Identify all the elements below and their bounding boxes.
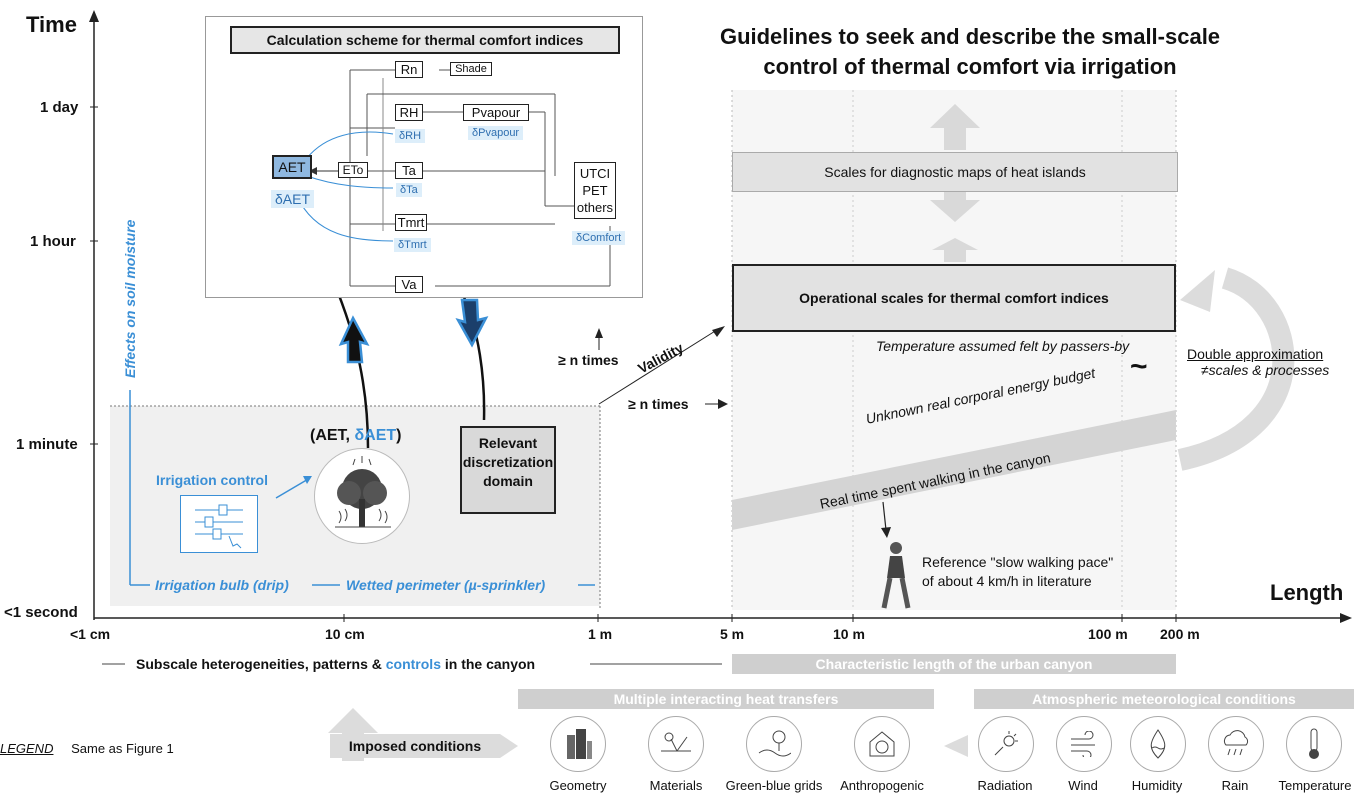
walking-person-icon [881, 542, 911, 609]
node-aet: AET [272, 155, 312, 179]
comfort-utci: UTCI [579, 166, 611, 181]
operational-scales-box: Operational scales for thermal comfort i… [732, 264, 1176, 332]
main-title-line2: control of thermal comfort via irrigatio… [763, 54, 1177, 79]
comfort-others: others [576, 200, 614, 215]
rain-label: Rain [1221, 778, 1249, 793]
soil-moisture-label: Effects on soil moisture [122, 219, 138, 378]
tree-irrigation-icon [314, 448, 410, 544]
anthropogenic-label: Anthropogenic [840, 778, 924, 793]
x-axis-title: Length [1270, 580, 1344, 605]
delta-tmrt: δTmrt [394, 238, 431, 252]
y-tick-1-minute: 1 minute [16, 436, 78, 453]
legend-text: Same as Figure 1 [71, 741, 174, 756]
green-blue-grids-icon [746, 716, 802, 772]
discretization-box: Relevant discretization domain [460, 426, 556, 514]
main-title-line1: Guidelines to seek and describe the smal… [719, 24, 1221, 49]
delta-rh: δRH [395, 129, 426, 143]
aet-label-b: δAET [354, 427, 397, 444]
reference-walking-pace: Reference "slow walking pace" of about 4… [922, 553, 1113, 591]
node-comfort: UTCI PET others [574, 162, 616, 219]
y-tick-1-day: 1 day [40, 99, 79, 116]
node-shade: Shade [450, 62, 492, 76]
reference-line2: of about 4 km/h in literature [922, 573, 1092, 589]
x-tick-10cm: 10 cm [325, 626, 365, 642]
n-times-label-1: ≥ n times [558, 352, 619, 368]
rain-icon [1208, 716, 1264, 772]
geometry-icon [550, 716, 606, 772]
green-blue-grids-label: Green-blue grids [725, 778, 823, 793]
x-tick-5m: 5 m [720, 626, 745, 642]
humidity-label: Humidity [1131, 778, 1183, 793]
reference-line1: Reference "slow walking pace" [922, 554, 1114, 570]
temperature-icon [1286, 716, 1342, 772]
node-pvapour: Pvapour [463, 104, 529, 121]
aet-delta-label: (AET, δAET) [310, 427, 401, 445]
delta-pvapour: δPvapour [468, 126, 524, 140]
comfort-pet: PET [582, 183, 608, 198]
double-approximation-title: Double approximation [1187, 346, 1324, 362]
tilde-symbol: ~ [1130, 350, 1148, 383]
anthropogenic-icon [854, 716, 910, 772]
y-tick-1-hour: 1 hour [30, 233, 76, 250]
x-tick-200m: 200 m [1160, 626, 1200, 642]
x-tick-1m: 1 m [588, 626, 613, 642]
assumed-temperature-label: Temperature assumed felt by passers-by [876, 338, 1130, 354]
node-rn: Rn [395, 61, 423, 78]
x-tick-1cm: <1 cm [70, 626, 111, 642]
aet-label-c: ) [396, 427, 402, 444]
diagnostic-scales-box: Scales for diagnostic maps of heat islan… [732, 152, 1178, 192]
irrigation-control-label: Irrigation control [156, 472, 268, 488]
characteristic-length-band: Characteristic length of the urban canyo… [732, 654, 1176, 674]
radiation-label: Radiation [977, 778, 1033, 793]
wetted-perimeter-label: Wetted perimeter (µ-sprinkler) [346, 577, 546, 593]
irrigation-bulb-label: Irrigation bulb (drip) [155, 577, 289, 593]
y-axis-title: Time [26, 12, 77, 37]
heat-transfers-band: Multiple interacting heat transfers [518, 689, 934, 709]
scheme-title: Calculation scheme for thermal comfort i… [230, 26, 620, 54]
subscale-a: Subscale heterogeneities, patterns & [136, 656, 386, 672]
double-approximation-sub: ≠scales & processes [1201, 362, 1330, 378]
x-tick-10m: 10 m [833, 626, 865, 642]
imposed-conditions-box: Imposed conditions [330, 734, 500, 758]
atmospheric-band: Atmospheric meteorological conditions [974, 689, 1354, 709]
aet-label-a: (AET, [310, 427, 355, 444]
subscale-b: controls [385, 656, 441, 672]
node-ta: Ta [395, 162, 423, 179]
y-tick-1-second: <1 second [4, 604, 78, 621]
double-approximation: Double approximation ≠scales & processes [1187, 346, 1329, 378]
legend-key: LEGEND [0, 741, 54, 756]
x-tick-100m: 100 m [1088, 626, 1128, 642]
geometry-label: Geometry [549, 778, 607, 793]
legend: LEGEND Same as Figure 1 [0, 741, 174, 756]
temperature-label: Temperature [1278, 778, 1352, 793]
delta-comfort: δComfort [572, 231, 626, 245]
wind-icon [1056, 716, 1112, 772]
node-tmrt: Tmrt [395, 214, 427, 231]
subscale-c: in the canyon [440, 656, 536, 672]
irrigation-control-icon[interactable] [180, 495, 258, 553]
delta-ta: δTa [396, 183, 422, 197]
radiation-icon [978, 716, 1034, 772]
materials-icon [648, 716, 704, 772]
node-va: Va [395, 276, 423, 293]
main-title: Guidelines to seek and describe the smal… [690, 22, 1250, 82]
n-times-label-2: ≥ n times [628, 396, 689, 412]
wind-label: Wind [1068, 778, 1098, 793]
node-rh: RH [395, 104, 423, 121]
materials-label: Materials [649, 778, 703, 793]
subscale-label: Subscale heterogeneities, patterns & con… [136, 656, 535, 672]
scheme-connectors [296, 69, 611, 287]
node-eto: ETo [338, 162, 368, 178]
delta-aet: δAET [271, 190, 315, 208]
humidity-icon [1130, 716, 1186, 772]
